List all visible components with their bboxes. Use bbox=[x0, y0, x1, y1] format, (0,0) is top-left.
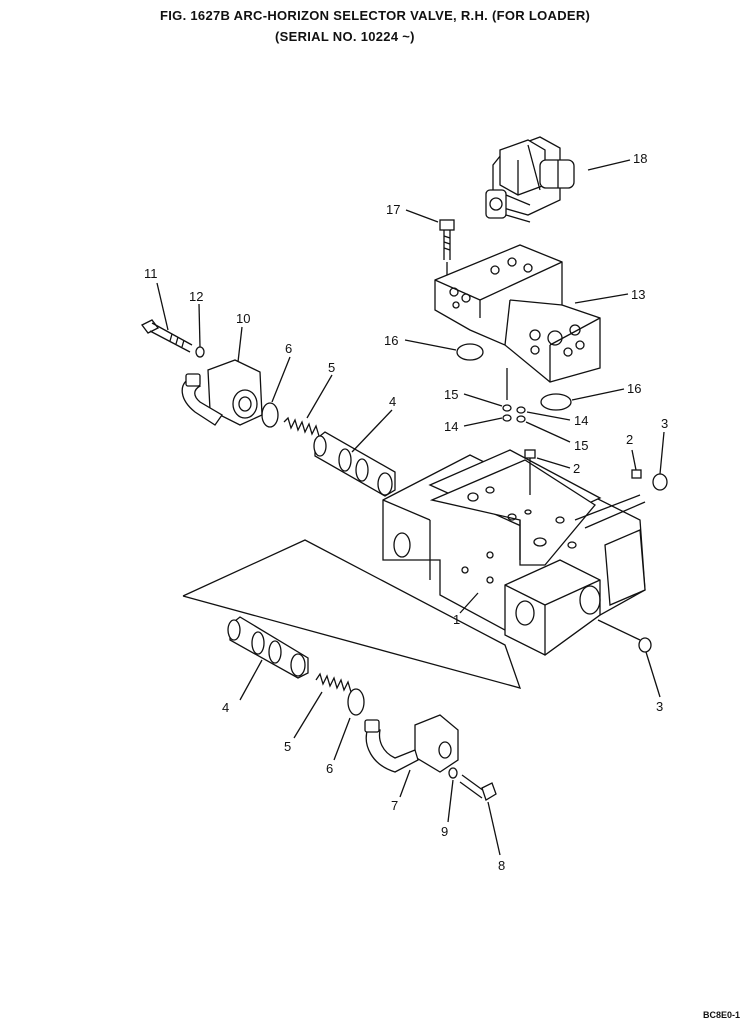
cover-7 bbox=[364, 714, 459, 773]
solenoid-valve bbox=[485, 136, 575, 223]
o-ring-15a bbox=[502, 404, 512, 412]
spool-4b bbox=[227, 616, 309, 679]
assembly-line bbox=[182, 539, 522, 689]
callout-17: 17 bbox=[386, 202, 400, 217]
callout-15a: 15 bbox=[444, 387, 458, 402]
valve-body bbox=[382, 449, 646, 656]
callout-4a: 4 bbox=[389, 394, 396, 409]
callout-14a: 14 bbox=[574, 413, 588, 428]
cover-10 bbox=[181, 359, 263, 426]
o-ring-14b bbox=[502, 414, 512, 422]
callout-6a: 6 bbox=[285, 341, 292, 356]
callout-7: 7 bbox=[391, 798, 398, 813]
o-ring-15b bbox=[516, 415, 526, 423]
o-ring-6b bbox=[347, 688, 365, 716]
serial-number: (SERIAL NO. 10224 ~) bbox=[275, 29, 415, 44]
callout-18: 18 bbox=[633, 151, 647, 166]
plug-3a bbox=[652, 473, 668, 491]
bolt-8 bbox=[459, 774, 497, 801]
bolt-17 bbox=[439, 219, 455, 280]
spool-4a bbox=[313, 431, 396, 497]
drawing-code: BC8E0-1 bbox=[703, 1010, 741, 1020]
callout-9: 9 bbox=[441, 824, 448, 839]
spring-5b bbox=[315, 672, 352, 693]
callout-3a: 3 bbox=[661, 416, 668, 431]
callout-8: 8 bbox=[498, 858, 505, 873]
washer-9 bbox=[448, 767, 458, 779]
callout-10: 10 bbox=[236, 311, 250, 326]
callout-15b: 15 bbox=[574, 438, 588, 453]
callout-12: 12 bbox=[189, 289, 203, 304]
o-ring-14a bbox=[516, 406, 526, 414]
subplate bbox=[434, 244, 601, 383]
washer-12 bbox=[195, 346, 205, 358]
o-ring-16b bbox=[540, 393, 572, 411]
leader-lines bbox=[156, 159, 665, 856]
plug-2a bbox=[524, 449, 536, 495]
callout-3b: 3 bbox=[656, 699, 663, 714]
callout-1: 1 bbox=[453, 612, 460, 627]
callout-2a: 2 bbox=[573, 461, 580, 476]
spring-5a bbox=[283, 416, 320, 437]
plug-2b bbox=[631, 469, 642, 479]
o-ring-6a bbox=[261, 402, 279, 428]
callout-2b: 2 bbox=[626, 432, 633, 447]
o-ring-16a bbox=[456, 343, 484, 361]
callout-5b: 5 bbox=[284, 739, 291, 754]
callout-14b: 14 bbox=[444, 419, 458, 434]
callout-6b: 6 bbox=[326, 761, 333, 776]
callout-4b: 4 bbox=[222, 700, 229, 715]
callout-16a: 16 bbox=[384, 333, 398, 348]
callout-11: 11 bbox=[144, 266, 158, 281]
plug-3b bbox=[638, 637, 652, 653]
figure-title: FIG. 1627B ARC-HORIZON SELECTOR VALVE, R… bbox=[160, 8, 591, 23]
callout-16b: 16 bbox=[627, 381, 641, 396]
callout-13: 13 bbox=[631, 287, 645, 302]
callout-5a: 5 bbox=[328, 360, 335, 375]
bolt-11 bbox=[141, 319, 193, 353]
